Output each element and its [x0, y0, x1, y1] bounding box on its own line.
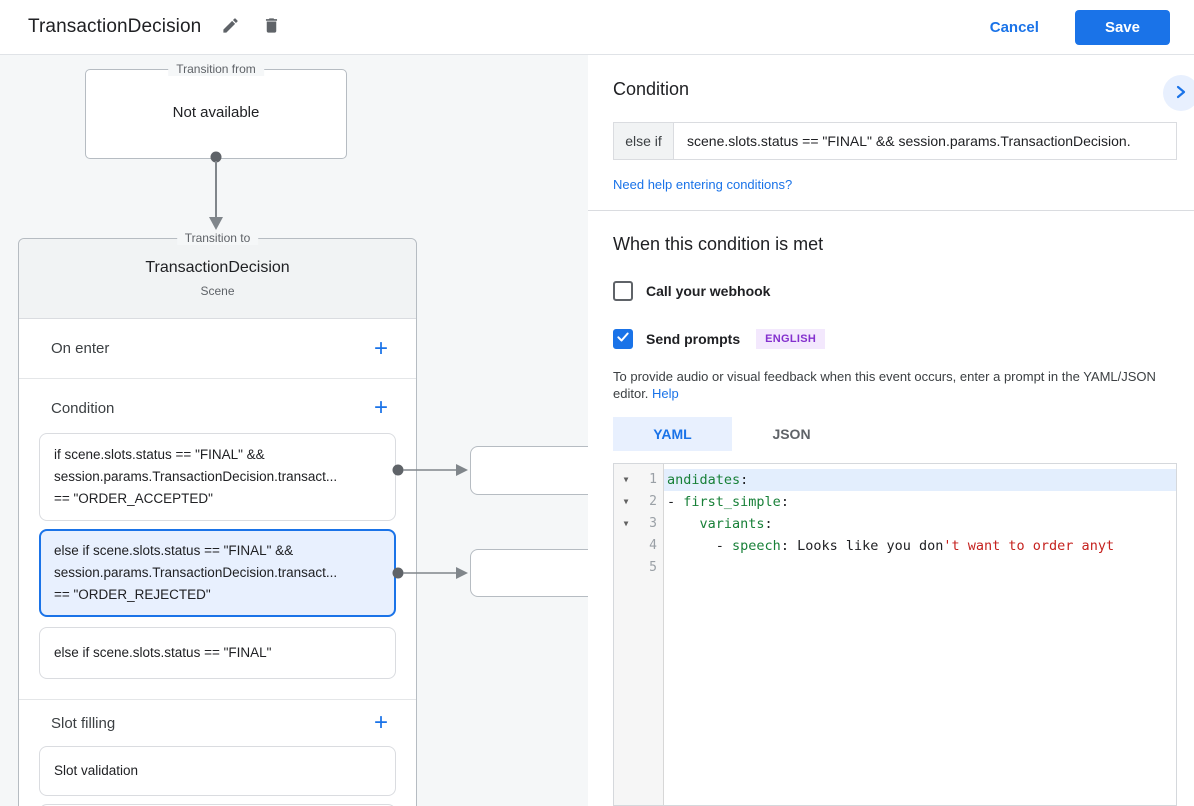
call-webhook-checkbox[interactable] [613, 281, 633, 301]
line-number: 1 [649, 472, 657, 487]
condition-line: if scene.slots.status == "FINAL" && [54, 447, 265, 462]
add-slot-button[interactable]: + [373, 709, 388, 736]
tab-json[interactable]: JSON [772, 426, 811, 442]
section-divider [19, 699, 416, 700]
on-enter-label: On enter [51, 340, 110, 357]
condition-line: else if scene.slots.status == "FINAL" && [54, 543, 294, 558]
code-text: - speech: Looks like you don't want to o… [667, 538, 1115, 554]
transition-target-stub-2[interactable] [470, 549, 588, 597]
condition-section-header: Condition + [19, 383, 416, 433]
checkmark-icon [616, 330, 630, 349]
fold-arrow-icon[interactable]: ▼ [623, 497, 629, 506]
fold-arrow-icon[interactable]: ▼ [623, 519, 629, 528]
condition-detail-panel: Condition else if Need help entering con… [588, 55, 1194, 806]
yaml-code-editor[interactable]: ▼ 1 andidates: ▼ 2 - first_simple: ▼ 3 varian… [613, 463, 1177, 806]
scene-name: TransactionDecision [145, 259, 290, 276]
scene-type: Scene [200, 284, 235, 298]
slot-filling-label: Slot filling [51, 714, 116, 732]
transition-from-label: Transition from [168, 62, 264, 76]
code-line[interactable]: 4 - speech: Looks like you don't want to… [614, 535, 1176, 557]
condition-line: == "ORDER_ACCEPTED" [54, 491, 213, 506]
condition-line: session.params.TransactionDecision.trans… [54, 565, 338, 580]
on-enter-section: On enter + [19, 319, 416, 379]
pencil-icon [221, 16, 240, 38]
condition-line: session.params.TransactionDecision.trans… [54, 469, 338, 484]
scene-card: Transition to TransactionDecision Scene … [18, 231, 417, 806]
code-line[interactable]: 5 [614, 557, 1176, 579]
fold-arrow-icon[interactable]: ▼ [623, 475, 629, 484]
line-number: 3 [649, 516, 657, 531]
condition-rejected-connector-arrow [392, 567, 468, 579]
line-number: 5 [649, 560, 657, 575]
slot-filling-section-header: Slot filling + [19, 700, 416, 746]
line-number: 4 [649, 538, 657, 553]
scene-card-header: TransactionDecision Scene [19, 239, 416, 319]
fold-arrow-icon[interactable] [614, 557, 638, 579]
code-text: variants: [699, 516, 773, 532]
condition-expression-input[interactable] [673, 122, 1177, 160]
condition-card-accepted[interactable]: if scene.slots.status == "FINAL" && sess… [39, 433, 396, 521]
add-condition-button[interactable]: + [373, 394, 388, 421]
editor-tabs: YAML JSON [613, 417, 1177, 451]
code-text: - first_simple: [667, 494, 789, 510]
code-line[interactable]: ▼ 3 variants: [614, 513, 1176, 535]
when-condition-met-title: When this condition is met [613, 234, 824, 254]
page-title: TransactionDecision [28, 16, 202, 37]
fold-arrow-icon[interactable] [614, 535, 638, 557]
transition-from-box[interactable]: Transition from Not available [85, 62, 347, 159]
prompt-description: To provide audio or visual feedback when… [613, 368, 1177, 402]
panel-title: Condition [613, 79, 690, 99]
scene-diagram-canvas: Transition from Not available Transition… [0, 55, 588, 806]
app-bar: TransactionDecision Cancel Save [0, 0, 1194, 55]
transition-to-label: Transition to [176, 231, 259, 245]
edit-title-button[interactable] [217, 12, 244, 42]
vertical-connector-arrow [209, 151, 223, 230]
panel-divider [588, 210, 1194, 211]
cancel-button[interactable]: Cancel [989, 18, 1039, 36]
line-number: 2 [649, 494, 657, 509]
prompt-help-link[interactable]: Help [652, 386, 679, 401]
condition-help-link[interactable]: Need help entering conditions? [613, 177, 793, 192]
code-text [664, 557, 1176, 579]
call-webhook-label: Call your webhook [646, 283, 771, 299]
condition-operator-label: else if [613, 122, 673, 160]
delete-scene-button[interactable] [258, 12, 285, 42]
condition-line: == "ORDER_REJECTED" [54, 587, 211, 602]
slot-validation-card[interactable]: Slot validation [39, 746, 396, 796]
save-button[interactable]: Save [1074, 9, 1170, 45]
send-prompts-label: Send prompts [646, 331, 741, 347]
prompt-description-text: To provide audio or visual feedback when… [613, 369, 1156, 401]
condition-section-label: Condition [51, 399, 115, 417]
code-line[interactable]: ▼ 1 andidates: [614, 469, 1176, 491]
trash-icon [262, 16, 281, 38]
transition-from-value: Not available [172, 104, 260, 121]
tab-yaml[interactable]: YAML [613, 417, 732, 451]
send-prompts-checkbox[interactable] [613, 329, 633, 349]
condition-card-final[interactable]: else if scene.slots.status == "FINAL" [39, 627, 396, 679]
chevron-right-icon [1174, 85, 1188, 102]
transition-target-stub-1[interactable] [470, 446, 588, 495]
language-badge: ENGLISH [756, 329, 826, 349]
code-text: andidates: [664, 469, 1176, 491]
condition-line: else if scene.slots.status == "FINAL" [54, 645, 272, 660]
condition-card-rejected[interactable]: else if scene.slots.status == "FINAL" &&… [39, 529, 396, 617]
slot-validation-label: Slot validation [54, 763, 139, 778]
code-line[interactable]: ▼ 2 - first_simple: [614, 491, 1176, 513]
add-on-enter-button[interactable]: + [373, 334, 388, 362]
condition-accepted-connector-arrow [392, 464, 468, 476]
collapse-panel-button[interactable] [1163, 75, 1194, 111]
